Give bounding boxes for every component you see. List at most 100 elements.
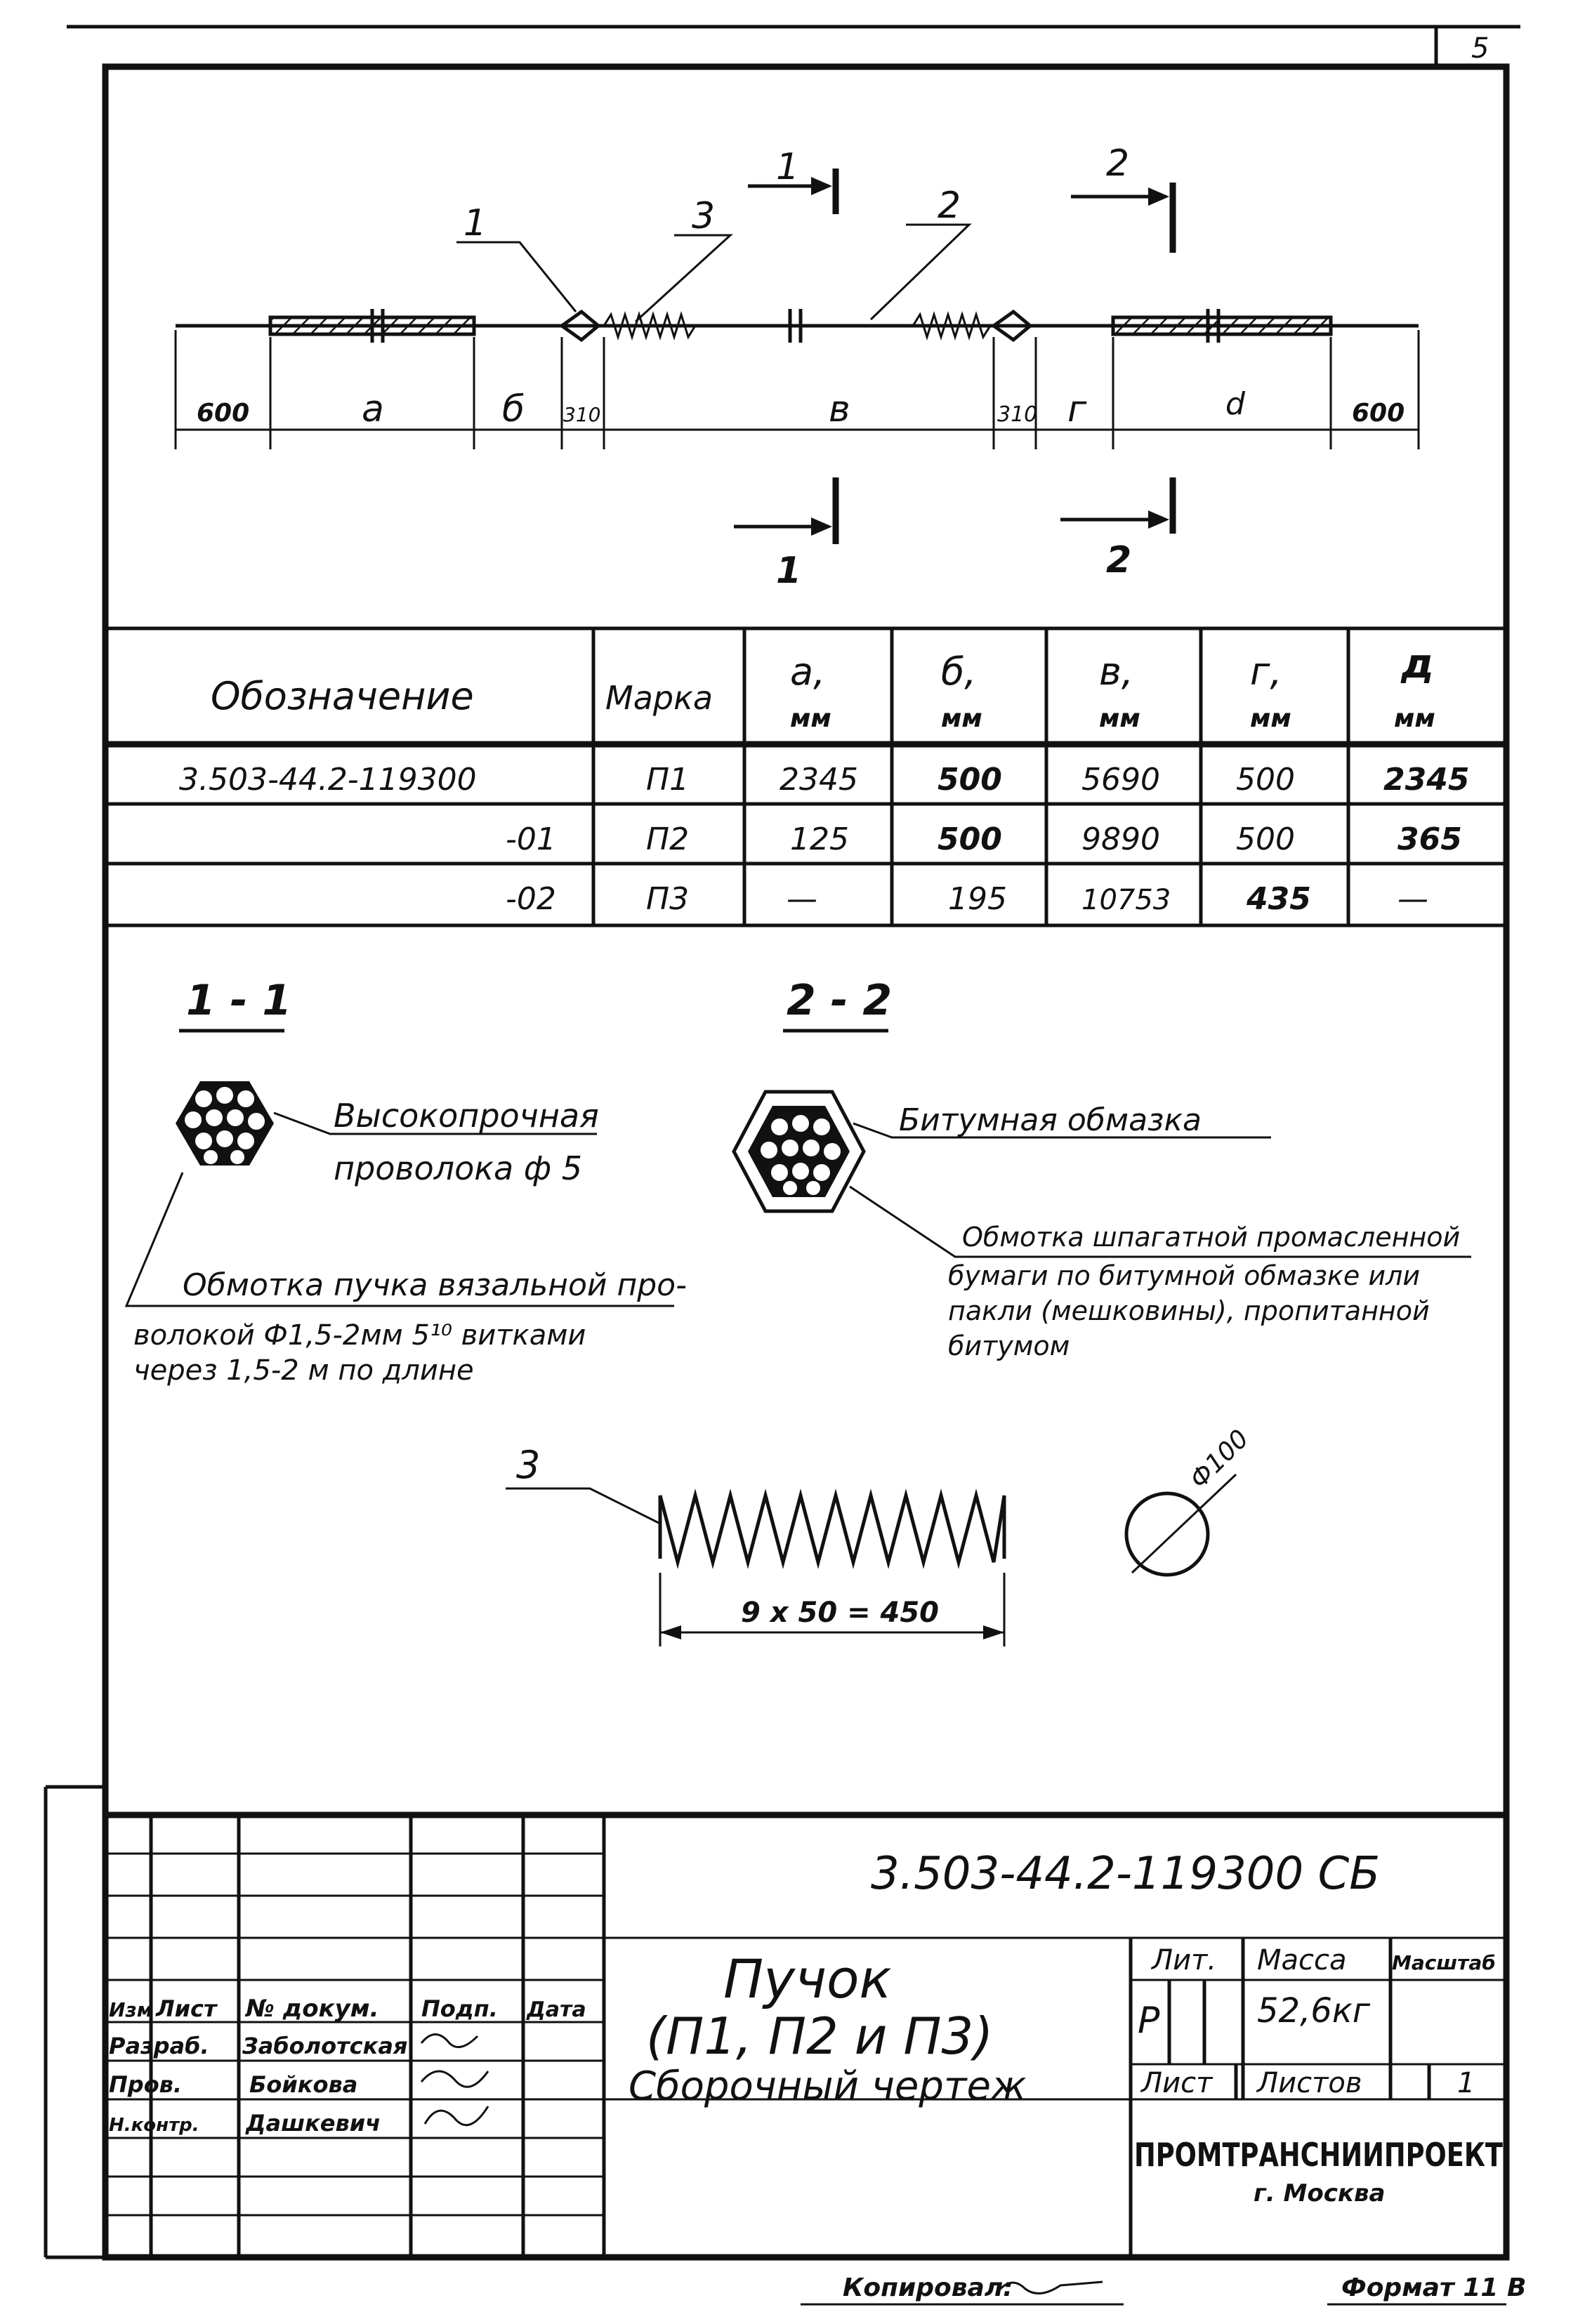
sheet-footer: Копировал: Формат 11 В — [801, 2273, 1526, 2306]
title-line1: Пучок — [723, 1948, 892, 2010]
mass-value: 52,6кг — [1257, 1991, 1371, 2031]
scale-header: Масштаб — [1392, 1951, 1496, 1974]
section-mark-top-1: 1 — [776, 146, 799, 188]
role-norm-control: Н.контр. — [109, 2115, 199, 2136]
spiral-right — [912, 310, 992, 341]
document-code: 3.503-44.2-119300 СБ — [871, 1848, 1380, 1900]
row2-a: 125 — [790, 821, 849, 857]
s11-label2-line2: волокой Ф1,5-2мм 5¹⁰ витками — [133, 1319, 586, 1352]
row3-v: 10753 — [1081, 884, 1171, 916]
sheets-label: Листов — [1256, 2067, 1362, 2099]
row3-g: 435 — [1246, 881, 1311, 917]
s11-label2-line3: через 1,5-2 м по длине — [133, 1354, 474, 1387]
signature-3 — [423, 2106, 489, 2127]
bundle-main-view: 1 3 2 1 2 1 2 — [174, 143, 1420, 592]
header-d-unit: мм — [1394, 704, 1435, 733]
sheet-frame: 5 — [67, 25, 1520, 2261]
parameters-table: Обозначение Марка а, мм б, мм в, мм г, м… — [105, 628, 1506, 925]
lit-header: Лит. — [1150, 1944, 1216, 1976]
header-mark: Марка — [605, 679, 713, 717]
name-norm-control: Дашкевич — [245, 2110, 381, 2137]
row1-b: 500 — [938, 762, 1002, 798]
row3-mark: П3 — [646, 881, 689, 917]
s22-label2-line3: пакли (мешковины), пропитанной — [948, 1295, 1430, 1326]
row2-designation: -01 — [506, 821, 556, 857]
header-d: д — [1400, 640, 1434, 687]
header-b: б, — [941, 649, 976, 694]
section-mark-top-2: 2 — [1106, 143, 1129, 185]
s22-label2-line1: Обмотка шпагатной промасленной — [962, 1222, 1460, 1253]
row3-a: — — [787, 881, 817, 917]
mass-header: Масса — [1257, 1944, 1347, 1976]
row1-v: 5690 — [1081, 762, 1160, 798]
header-b-unit: мм — [941, 704, 982, 733]
row1-mark: П1 — [646, 762, 689, 798]
header-g-unit: мм — [1250, 704, 1291, 733]
sheet-label: Лист — [1140, 2067, 1214, 2099]
section-2-2: 2 - 2 Битумная обмазка Обмотка шпагатной… — [732, 976, 1471, 1361]
signature-1 — [420, 2033, 479, 2049]
role-checker: Пров. — [109, 2071, 182, 2098]
title-line2: (П1, П2 и П3) — [646, 2007, 993, 2066]
name-developer: Заболотская — [242, 2033, 407, 2059]
row3-designation: -02 — [506, 881, 556, 917]
dim-a: a — [362, 388, 384, 430]
sign-header-sign: Подп. — [421, 1995, 498, 2022]
header-a-unit: мм — [790, 704, 831, 733]
signature-2 — [420, 2070, 489, 2088]
row1-designation: 3.503-44.2-119300 — [179, 762, 477, 798]
row1-g: 500 — [1236, 762, 1295, 798]
dim-310-left: 310 — [563, 403, 600, 426]
lit-value: Р — [1138, 2000, 1160, 2042]
title-block: 3.503-44.2-119300 СБ Изм Лист № докум. П… — [44, 1785, 1506, 2259]
section-mark-bottom-2: 2 — [1106, 539, 1131, 581]
s22-label2-line4: битумом — [948, 1331, 1070, 1361]
s22-label2-line2: бумаги по битумной обмазке или — [948, 1260, 1420, 1291]
dim-d: d — [1225, 386, 1246, 422]
format-label: Формат 11 В — [1341, 2273, 1526, 2302]
row2-b: 500 — [938, 821, 1002, 857]
dim-v: в — [829, 388, 850, 430]
title-line3: Сборочный чертеж — [629, 2064, 1026, 2109]
callout-3: 3 — [692, 195, 715, 237]
dim-600-left: 600 — [197, 399, 249, 428]
hex-outer-wrap — [732, 1090, 866, 1213]
section-mark-bottom-1: 1 — [776, 550, 801, 592]
hatched-sleeve-right — [1111, 315, 1333, 336]
row2-mark: П2 — [646, 821, 689, 857]
organization-name: ПРОМТРАНСНИИПРОЕКТ — [1134, 2136, 1503, 2174]
section-2-2-title: 2 - 2 — [787, 976, 892, 1025]
s11-label1-line1: Высокопрочная — [334, 1097, 599, 1135]
dim-310-right: 310 — [997, 402, 1037, 427]
dim-g: г — [1067, 388, 1087, 430]
section-1-1-title: 1 - 1 — [186, 976, 291, 1025]
dim-600-right: 600 — [1352, 399, 1405, 428]
sheets-value: 1 — [1457, 2067, 1475, 2099]
spiral-dimension: 9 x 50 = 450 — [741, 1597, 939, 1629]
spiral-diameter-circle — [1124, 1491, 1210, 1577]
callout-2: 2 — [938, 185, 961, 227]
header-designation: Обозначение — [211, 674, 474, 718]
name-checker: Бойкова — [249, 2071, 357, 2098]
row1-a: 2345 — [780, 762, 858, 798]
header-a: а, — [790, 649, 825, 694]
s11-label1-line2: проволока ф 5 — [334, 1149, 582, 1187]
sign-header-doc: № докум. — [244, 1995, 379, 2023]
header-v: в, — [1099, 649, 1133, 694]
sign-header-list: Лист — [155, 1995, 218, 2022]
organization-city: г. Москва — [1254, 2179, 1385, 2207]
spiral-callout: 3 — [516, 1443, 540, 1487]
header-v-unit: мм — [1099, 704, 1140, 733]
spiral-left — [603, 310, 697, 341]
spiral-diameter: Ф100 — [1185, 1425, 1254, 1494]
copied-by-label: Копировал: — [843, 2273, 1013, 2302]
anchor-cone-right — [990, 309, 1033, 343]
section-1-1: 1 - 1 Высокопрочная проволока ф 5 Обмотк… — [124, 976, 687, 1387]
row3-d: — — [1397, 881, 1428, 917]
spiral-coil — [658, 1488, 1006, 1569]
row2-g: 500 — [1236, 821, 1295, 857]
anchor-cone-left — [558, 309, 601, 343]
sign-header-izm: Изм — [109, 1998, 153, 2021]
s22-label1: Битумная обмазка — [899, 1102, 1202, 1138]
